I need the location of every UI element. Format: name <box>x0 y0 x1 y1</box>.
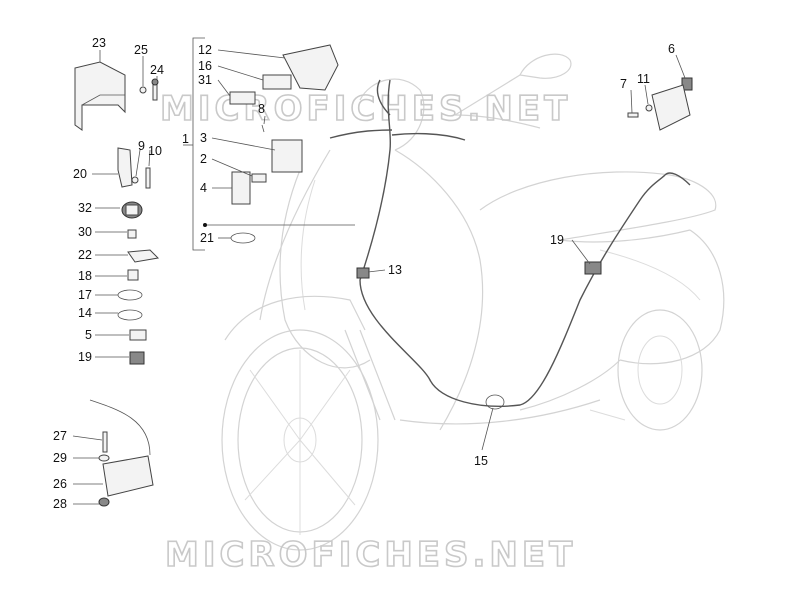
callout-2: 2 <box>200 152 207 166</box>
part-30-clip <box>127 229 137 239</box>
callout-31: 31 <box>198 73 212 87</box>
part-26-sensor <box>89 399 154 497</box>
group-1-marker <box>203 223 207 227</box>
part-6-clip <box>681 77 693 91</box>
part-31-fuse <box>229 91 256 105</box>
callout-5: 5 <box>85 328 92 342</box>
part-32-horn <box>121 201 143 219</box>
part-2-connector <box>251 173 267 183</box>
callout-29: 29 <box>53 451 67 465</box>
callout-3: 3 <box>200 131 207 145</box>
part-19-clip-left <box>129 351 145 365</box>
part-21-tie <box>230 232 256 244</box>
callout-labels: 23 25 24 9 10 20 32 30 22 18 17 14 5 19 … <box>53 36 675 511</box>
part-27-bolt <box>102 431 108 453</box>
callout-25: 25 <box>134 43 148 57</box>
part-18-clip <box>127 269 139 281</box>
callout-10: 10 <box>148 144 162 158</box>
callout-6: 6 <box>668 42 675 56</box>
part-22-plate <box>127 249 160 263</box>
wiring-harness <box>329 79 691 410</box>
part-29-washer <box>98 454 110 462</box>
part-regulator <box>651 84 691 131</box>
callout-11: 11 <box>637 72 650 86</box>
callout-4: 4 <box>200 181 207 195</box>
part-11-washer <box>645 104 653 112</box>
callout-30: 30 <box>78 225 92 239</box>
callout-22: 22 <box>78 248 92 262</box>
part-28-nut <box>98 497 110 507</box>
callout-8: 8 <box>258 102 265 116</box>
leader-lines <box>72 49 686 505</box>
callout-7: 7 <box>620 77 627 91</box>
part-10-screw <box>145 167 151 189</box>
part-9-washer <box>131 176 139 184</box>
part-17-tie <box>117 289 143 301</box>
part-14-tie <box>117 309 143 321</box>
callout-20: 20 <box>73 167 87 181</box>
callout-21: 21 <box>200 231 214 245</box>
part-7-screw <box>627 112 639 118</box>
part-4-relay <box>231 171 251 205</box>
callout-9: 9 <box>138 139 145 153</box>
callout-23: 23 <box>92 36 106 50</box>
callout-13: 13 <box>388 263 402 277</box>
callout-28: 28 <box>53 497 67 511</box>
callout-19-right: 19 <box>550 233 564 247</box>
callout-16: 16 <box>198 59 212 73</box>
callout-24: 24 <box>150 63 164 77</box>
watermark-top: MICROFICHES.NET <box>160 89 571 129</box>
part-12-fuse-box <box>282 44 339 91</box>
part-16-fuse <box>262 74 292 90</box>
callout-26: 26 <box>53 477 67 491</box>
callout-15: 15 <box>474 454 488 468</box>
callout-17: 17 <box>78 288 92 302</box>
callout-32: 32 <box>78 201 92 215</box>
part-24-screw <box>151 78 159 101</box>
part-23-bracket <box>74 61 126 131</box>
part-3-relay <box>271 139 303 173</box>
part-20-bracket <box>117 147 133 188</box>
scooter-outline <box>221 53 725 551</box>
callout-1: 1 <box>182 132 189 146</box>
callout-18: 18 <box>78 269 92 283</box>
watermark-bottom: MICROFICHES.NET <box>165 535 576 575</box>
part-5-clamp <box>129 329 147 341</box>
callout-14: 14 <box>78 306 92 320</box>
group-1-bracket <box>183 37 205 251</box>
part-8-pin <box>261 124 265 133</box>
callout-19-left: 19 <box>78 350 92 364</box>
part-25-washer <box>139 86 147 94</box>
callout-27: 27 <box>53 429 67 443</box>
callout-12: 12 <box>198 43 212 57</box>
